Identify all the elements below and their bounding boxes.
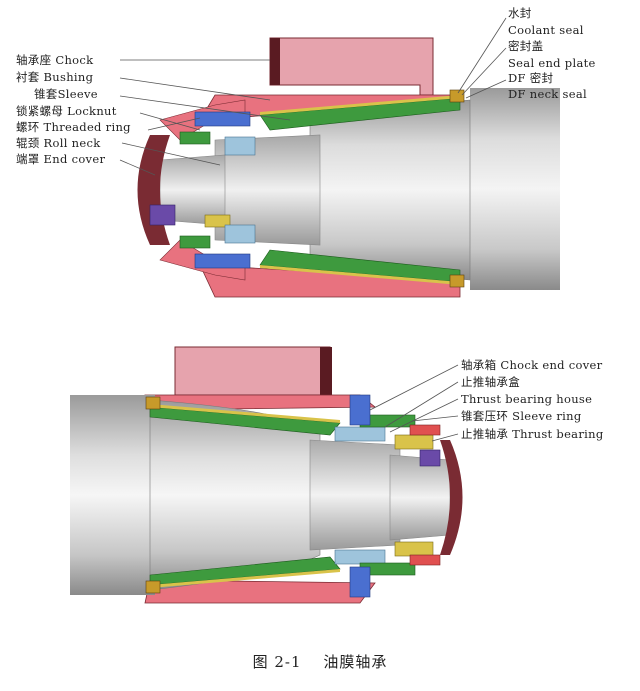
figure-number: 图 2-1 — [252, 653, 302, 671]
label-chock-end-cover: 轴承箱 Chock end cover — [461, 358, 603, 372]
bushing-upper — [260, 95, 460, 115]
end-cover-b — [440, 440, 463, 555]
label-thrust-house-en: Thrust bearing house — [461, 392, 592, 406]
locknut-upper — [179, 131, 211, 145]
bottom-bearing-drawing: 轴承箱 Chock end cover 止推轴承盒 Thrust bearing… — [70, 346, 604, 604]
red-part-upper — [409, 424, 441, 436]
leader-thrust-house-cn — [384, 381, 459, 428]
label-chock: 轴承座 Chock — [16, 53, 94, 67]
leader-end-cover — [119, 159, 156, 176]
label-threaded-ring: 螺环 Threaded ring — [16, 120, 131, 134]
threaded-ring-upper — [194, 111, 251, 127]
roll-neck-inner-b — [389, 454, 451, 541]
label-thrust-house-cn: 止推轴承盒 — [461, 375, 520, 389]
purple-part-b — [419, 449, 441, 467]
chock-top-block-b — [174, 346, 331, 396]
label-coolant-seal-en: Coolant seal — [508, 23, 584, 37]
chock-lower-body-b — [144, 579, 376, 604]
figure-title: 油膜轴承 — [323, 653, 388, 671]
red-part-lower — [409, 554, 441, 566]
label-bushing: 衬套 Bushing — [16, 70, 94, 84]
chock-end-cover-upper — [349, 394, 371, 426]
top-bearing-drawing: 轴承座 Chock 衬套 Bushing 锥套Sleeve 锁紧螺母 Lockn… — [16, 6, 596, 298]
locknut-lower — [179, 235, 211, 249]
leader-chock-end-cover — [369, 364, 459, 411]
bushing-lower — [260, 265, 460, 285]
thrust-bearing-upper — [394, 434, 434, 450]
leader-threaded-ring — [147, 117, 201, 131]
leader-thrust-bearing — [431, 433, 459, 442]
top-diagram: 轴承座 Chock 衬套 Bushing 锥套Sleeve 锁紧螺母 Lockn… — [0, 0, 640, 320]
roll-body-b — [70, 395, 155, 595]
label-thrust-bearing: 止推轴承 Thrust bearing — [461, 427, 604, 441]
leader-coolant-seal — [457, 17, 507, 94]
leader-locknut — [139, 112, 201, 131]
seal-upper-b — [145, 396, 161, 410]
label-df-seal-cn: DF 密封 — [508, 71, 554, 85]
label-seal-end-plate-cn: 密封盖 — [508, 39, 543, 53]
label-sleeve-ring: 锥套压环 Sleeve ring — [461, 409, 582, 423]
label-roll-neck: 辊颈 Roll neck — [16, 136, 101, 150]
leader-roll-neck — [121, 142, 221, 166]
label-df-seal-en: DF neck seal — [508, 87, 587, 101]
label-locknut: 锁紧螺母 Locknut — [16, 104, 117, 118]
label-sleeve: 锥套Sleeve — [34, 87, 98, 101]
bushing-upper-b — [150, 404, 340, 423]
chock-top-shadow — [270, 38, 280, 85]
chock-top-shadow-b — [320, 347, 332, 395]
lightblue-part-lower — [224, 224, 256, 244]
roll-neck-step-b — [309, 439, 401, 551]
leader-sleeve-ring — [411, 415, 459, 422]
bottom-diagram: 轴承箱 Chock end cover 止推轴承盒 Thrust bearing… — [0, 335, 640, 635]
seal-lower-b — [145, 580, 161, 594]
roll-neck-taper — [309, 99, 471, 281]
leader-bushing — [119, 77, 271, 101]
label-end-cover: 端罩 End cover — [16, 152, 105, 166]
thrust-house-lower — [334, 549, 386, 565]
threaded-ring-lower — [194, 253, 251, 269]
yellow-part — [204, 214, 231, 228]
leader-df-seal — [465, 79, 507, 99]
seal-lower — [449, 274, 465, 288]
label-coolant-seal-cn: 水封 — [508, 6, 532, 20]
purple-part — [149, 204, 176, 226]
label-seal-end-plate-en: Seal end plate — [508, 56, 596, 70]
roll-body — [470, 88, 560, 290]
figure-caption: 图 2-1 油膜轴承 — [0, 651, 640, 672]
thrust-bearing-lower — [394, 541, 434, 557]
chock-end-cover-lower — [349, 566, 371, 598]
seal-upper — [449, 89, 465, 103]
leader-sleeve — [119, 95, 291, 121]
leader-thrust-house-en — [389, 398, 459, 433]
bushing-lower-b — [150, 569, 340, 588]
thrust-house-upper — [334, 426, 386, 442]
leader-seal-end-plate — [461, 47, 507, 96]
lightblue-part-upper — [224, 136, 256, 156]
chock-top-block — [269, 37, 434, 96]
